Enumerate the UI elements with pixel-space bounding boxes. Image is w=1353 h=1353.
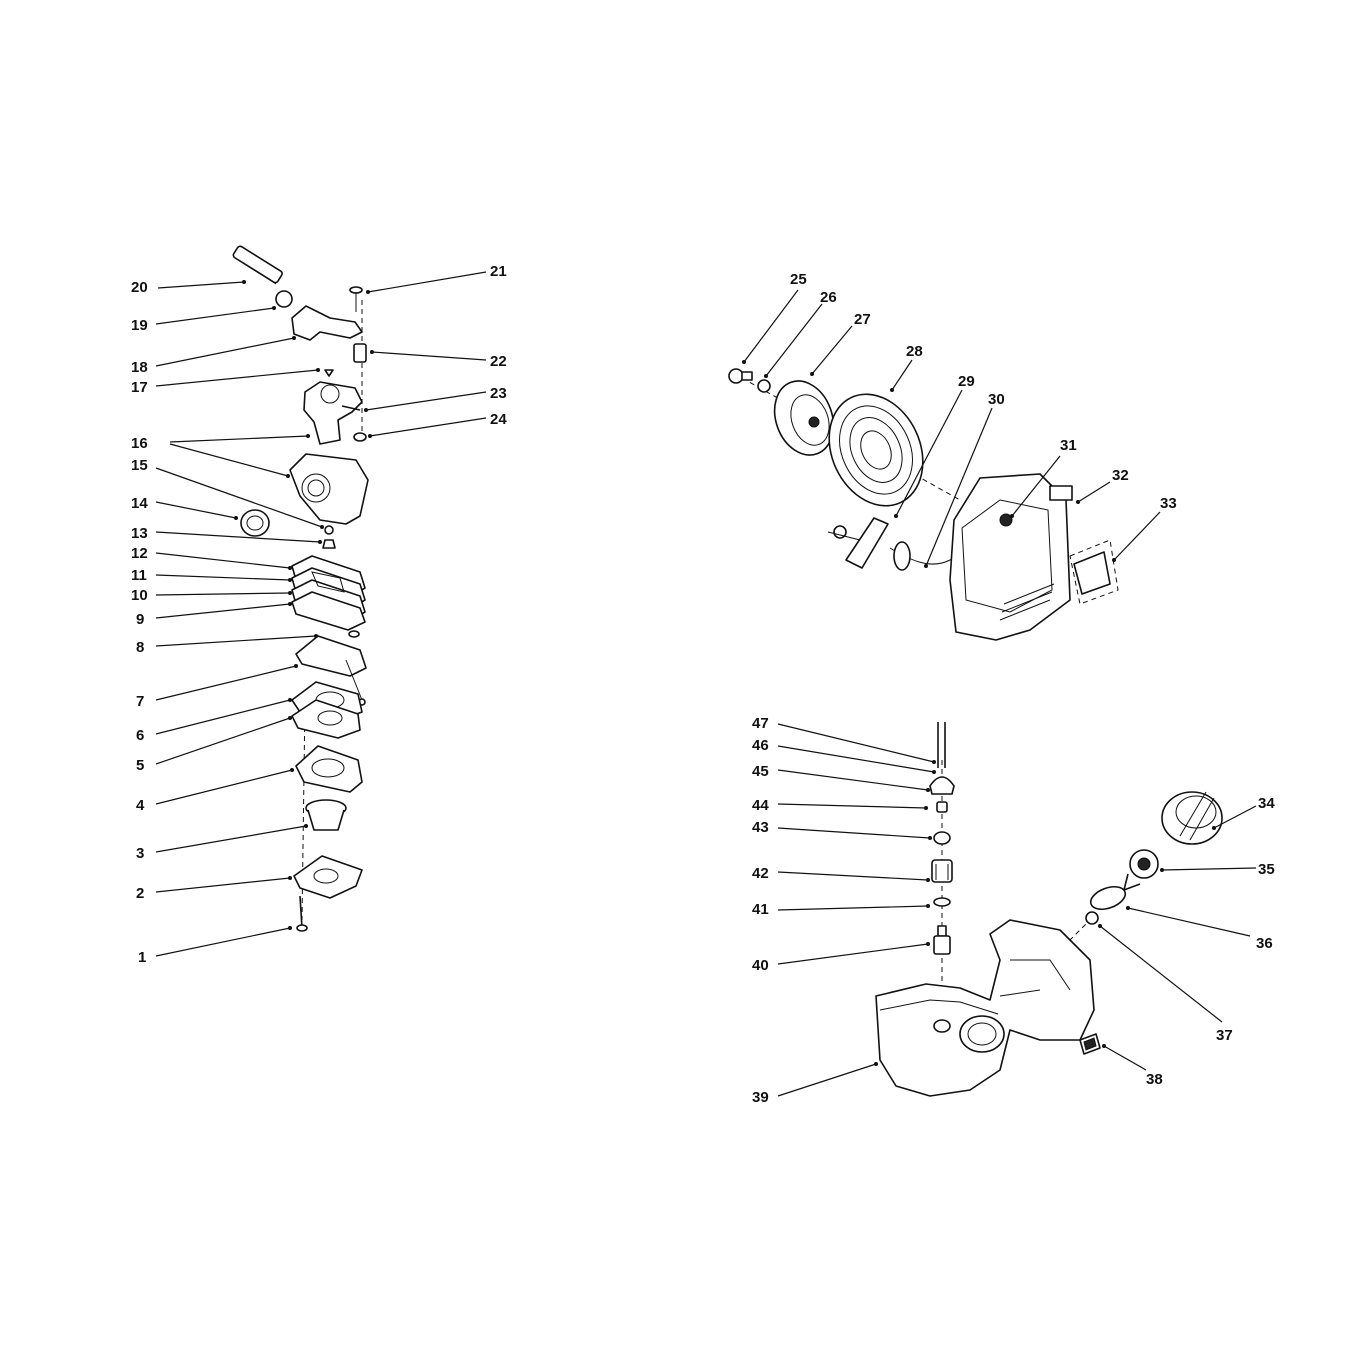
callout-29: 29 — [958, 373, 975, 390]
callout-42: 42 — [752, 865, 769, 882]
callout-1: 1 — [138, 949, 146, 966]
part-27-pulley — [773, 380, 835, 456]
callout-24: 24 — [490, 411, 507, 428]
parts-9-12-gasket-stack — [291, 555, 366, 631]
part-35-cap-retainer — [1123, 849, 1159, 891]
part-44-filter — [936, 801, 948, 813]
callout-leaders — [155, 271, 1257, 1097]
callout-41: 41 — [752, 901, 769, 918]
callout-17: 17 — [131, 379, 148, 396]
part-42-bushing — [931, 859, 953, 883]
callout-16: 16 — [131, 435, 148, 452]
callout-7: 7 — [136, 693, 144, 710]
callout-20: 20 — [131, 279, 148, 296]
part-36-gasket — [1089, 885, 1127, 911]
part-3-cup — [305, 799, 347, 831]
part-32-starter-housing — [949, 473, 1073, 641]
part-22-fitting — [353, 343, 367, 363]
callout-13: 13 — [131, 525, 148, 542]
part-45-grommet — [929, 776, 955, 795]
part-39-fuel-tank — [875, 919, 1095, 1097]
part-26-washer — [757, 379, 771, 393]
callout-5: 5 — [136, 757, 144, 774]
callout-6: 6 — [136, 727, 144, 744]
part-16-carburetor-body — [289, 453, 369, 525]
part-14-seal — [240, 509, 270, 537]
callout-26: 26 — [820, 289, 837, 306]
part-20-bolt — [232, 245, 283, 285]
callout-27: 27 — [854, 311, 871, 328]
part-2-gasket — [293, 855, 363, 899]
callout-14: 14 — [131, 495, 148, 512]
part-1-screw — [296, 895, 308, 932]
callout-46: 46 — [752, 737, 769, 754]
part-37-check-valve — [1085, 911, 1099, 925]
part-34-fuel-cap — [1161, 791, 1223, 845]
part-13-valve — [322, 539, 336, 549]
part-4-cover — [295, 745, 363, 793]
part-16-throttle-body — [303, 381, 363, 445]
callout-4: 4 — [136, 797, 145, 814]
part-17-pin — [324, 369, 334, 377]
part-25-screw — [728, 368, 753, 384]
starter-assembly — [728, 368, 1119, 641]
part-8-washer — [348, 630, 360, 638]
part-24-washer — [353, 432, 367, 442]
callout-43: 43 — [752, 819, 769, 836]
callout-37: 37 — [1216, 1027, 1233, 1044]
callout-47: 47 — [752, 715, 769, 732]
callout-19: 19 — [131, 317, 148, 334]
part-23-lever — [341, 405, 361, 411]
callout-21: 21 — [490, 263, 507, 280]
callout-36: 36 — [1256, 935, 1273, 952]
callout-labels: 20 19 18 17 16 15 14 13 12 11 10 9 8 7 6… — [131, 263, 1275, 1106]
callout-32: 32 — [1112, 467, 1129, 484]
callout-33: 33 — [1160, 495, 1177, 512]
callout-3: 3 — [136, 845, 144, 862]
part-21-screw — [349, 286, 363, 312]
part-15-oring — [324, 525, 334, 535]
part-33-gasket — [1069, 539, 1119, 605]
callout-12: 12 — [131, 545, 148, 562]
callout-11: 11 — [131, 567, 147, 584]
callout-2: 2 — [136, 885, 144, 902]
callout-45: 45 — [752, 763, 769, 780]
callout-23: 23 — [490, 385, 507, 402]
callout-28: 28 — [906, 343, 923, 360]
part-40-fitting — [933, 925, 951, 955]
fuel-tank-assembly — [875, 722, 1223, 1097]
callout-44: 44 — [752, 797, 769, 814]
part-38-clip — [1079, 1033, 1101, 1055]
callout-31: 31 — [1060, 437, 1077, 454]
callout-18: 18 — [131, 359, 148, 376]
part-5-gasket — [291, 699, 361, 739]
part-19-nut — [275, 290, 293, 308]
callout-34: 34 — [1258, 795, 1275, 812]
callout-35: 35 — [1258, 861, 1275, 878]
callout-10: 10 — [131, 587, 148, 604]
part-41-washer — [933, 897, 951, 907]
callout-9: 9 — [136, 611, 144, 628]
callout-30: 30 — [988, 391, 1005, 408]
callout-25: 25 — [790, 271, 807, 288]
callout-22: 22 — [490, 353, 507, 370]
callout-15: 15 — [131, 457, 148, 474]
part-18-bracket — [291, 305, 363, 341]
callout-8: 8 — [136, 639, 144, 656]
callout-38: 38 — [1146, 1071, 1163, 1088]
callout-39: 39 — [752, 1089, 769, 1106]
part-47-fuel-lines — [937, 722, 946, 768]
part-29-starter-handle — [827, 517, 889, 569]
callout-40: 40 — [752, 957, 769, 974]
part-28-recoil-spring — [828, 393, 924, 507]
part-43-washer — [933, 831, 951, 845]
part-31-pawl — [999, 513, 1013, 527]
carburetor-assembly — [232, 245, 369, 932]
